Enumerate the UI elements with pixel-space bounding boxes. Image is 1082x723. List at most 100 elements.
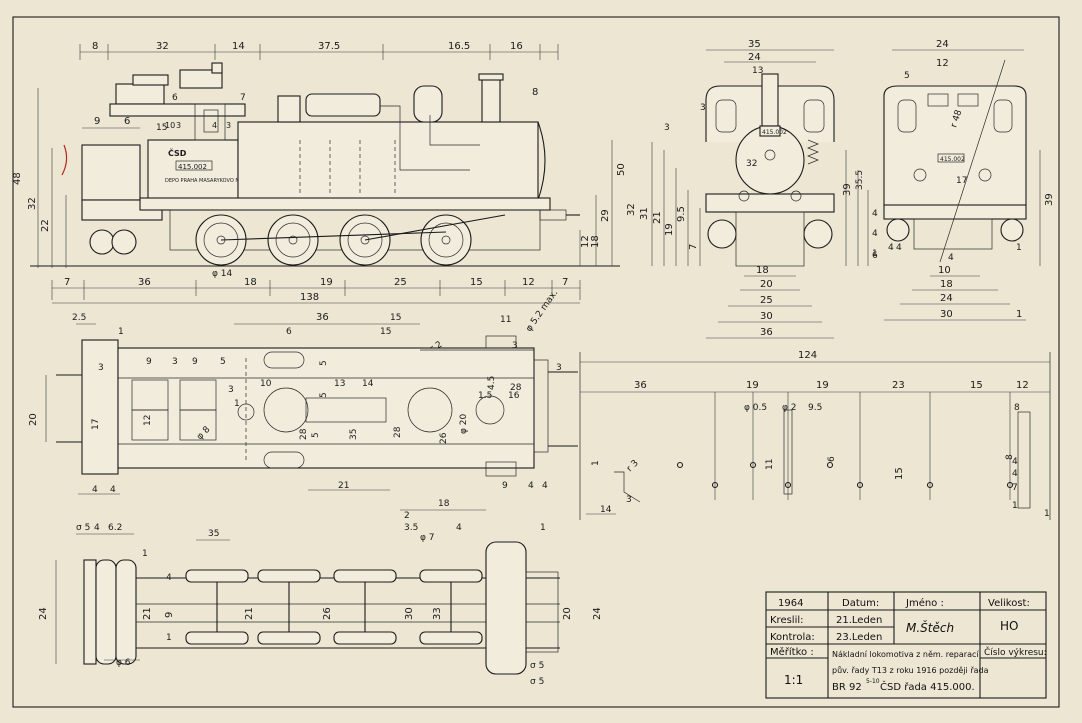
tb-col-cislo: Číslo výkresu: <box>984 646 1047 658</box>
frame-dim-2: 9 <box>192 357 198 367</box>
dim-right-2: 12 <box>580 235 591 248</box>
dim-bottom-6: 12 <box>522 277 535 288</box>
hole-detail-15: 1 <box>591 460 601 466</box>
frame-dim-18: 16 <box>508 391 520 401</box>
hole-detail-0: φ 0.5 <box>744 403 767 413</box>
dim-left-2: 22 <box>40 219 51 232</box>
chassis-top-8: 4 <box>456 523 462 533</box>
hole-detail-13: 3 <box>626 495 632 505</box>
top-dim-left-0: 20 <box>28 413 39 426</box>
chassis-top-9: 1 <box>540 523 546 533</box>
tb-date-kontrola: 23.Leden <box>836 632 882 643</box>
cab-dim-1: 4 <box>212 121 217 130</box>
front-dim-top-1: 24 <box>748 52 761 63</box>
front-dim-right-0: 39 <box>842 183 853 196</box>
front-buffer-beam <box>705 193 835 213</box>
chassis-inner-4: 20 <box>562 607 573 620</box>
top-dim-bottom-2: 21 <box>338 481 349 491</box>
dim-left-0: 48 <box>12 172 23 185</box>
tb-scale-size: HO <box>1000 619 1018 633</box>
front-dim-bottom-2: 25 <box>760 295 773 306</box>
chassis-plan: σ 5 4 6.2 35 18 2 3.5 φ 7 4 1 <box>38 499 603 687</box>
chassis-bottom-1: σ 5 <box>530 661 544 671</box>
top-dim-5: 11 <box>500 315 511 325</box>
hole-detail-6: 8 <box>1014 403 1020 413</box>
dim-right-0: 50 <box>616 163 627 176</box>
frame-dim-3: 5 <box>220 357 226 367</box>
dim-bottom-4: 25 <box>394 277 407 288</box>
top-dim-bottom-3: 9 <box>502 481 508 491</box>
chassis-inner-1: 26 <box>322 607 333 620</box>
frame-dim-13: 5 <box>311 432 321 438</box>
dim-top-5: 16 <box>510 41 523 52</box>
chassis-left-1: 21 <box>142 607 153 620</box>
tb-col-datum: Datum: <box>842 598 879 609</box>
cab-dim-2: 3 <box>226 121 231 130</box>
hole-plan: 124 36 19 19 23 15 12 φ 0.5 φ 2 9.5 6 1 <box>579 350 1051 520</box>
hole-spacing-4: 15 <box>970 380 983 391</box>
rear-dim-right-0: 39 <box>1044 193 1055 206</box>
dim-left-3: 9 <box>94 116 100 127</box>
chassis-left-4: 1 <box>166 633 172 643</box>
dim-top-1: 32 <box>156 41 169 52</box>
tb-desc-line3: BR 92 <box>832 682 862 693</box>
frame-dim-17: φ 20 <box>459 413 469 434</box>
chassis-top-7: φ 7 <box>420 533 435 543</box>
rear-number-plate: 415.002 <box>940 156 965 163</box>
dim-top-4: 16.5 <box>448 41 470 52</box>
chassis-inner-5: 24 <box>592 607 603 620</box>
tb-row-kontrola: Kontrola: <box>770 632 815 643</box>
front-dim-right-3: 4 <box>872 229 878 239</box>
tb-row-meritko: Měřítko : <box>770 646 814 658</box>
steam-dome-tube <box>305 93 381 117</box>
top-dim-left-3: 1 <box>118 327 124 337</box>
front-number-plate: 415.002 <box>762 129 787 136</box>
front-dim-top-2: 13 <box>752 66 763 76</box>
rear-dim-top-2: 5 <box>904 71 910 81</box>
running-board <box>139 197 551 211</box>
top-dim-bottom-5: 4 <box>542 481 548 491</box>
front-dim-left-6: 3 <box>700 103 706 113</box>
dim-top-6: 8 <box>532 87 538 98</box>
chassis-left-5: 1 <box>142 549 148 559</box>
boiler <box>237 121 539 201</box>
dim-bottom-1: 36 <box>138 277 151 288</box>
dim-right-3: 18 <box>590 235 601 248</box>
rear-cab <box>883 85 1027 206</box>
dim-bottom-2: 18 <box>244 277 257 288</box>
rear-dim-bottom-1: 18 <box>940 279 953 290</box>
frame-dim-7: 5 <box>319 360 329 366</box>
top-dim-bottom-4: 4 <box>528 481 534 491</box>
frame-dim-8: 1 <box>234 399 240 409</box>
front-buffer-block <box>485 541 527 675</box>
cab-lettering: DEPO PRAHA MASARYKOVO NÁD. <box>165 177 248 184</box>
hole-spacing-1: 19 <box>746 380 759 391</box>
side-number-plate: 415.002 <box>178 163 207 171</box>
hole-detail-1: φ 2 <box>782 403 797 413</box>
frame-outline <box>117 347 535 469</box>
tb-scale: 1:1 <box>784 673 803 687</box>
front-dim-right-1: 35.5 <box>855 170 865 190</box>
front-dim-bottom-4: 36 <box>760 327 773 338</box>
tb-col-jmeno: Jméno : <box>905 597 944 609</box>
tb-date-kreslil: 21.Leden <box>836 615 882 626</box>
frame-dim-10: 5 <box>319 392 329 398</box>
rear-dim-top-0: 24 <box>936 39 949 50</box>
front-dim-top-3: 3 <box>664 123 670 133</box>
dim-top-3: 37.5 <box>318 41 340 52</box>
rear-dim-bottom-2: 24 <box>940 293 953 304</box>
top-dim-8: 3 <box>512 341 518 351</box>
frame-dim-12: 28 <box>299 428 309 440</box>
hole-detail-7: 8 <box>1005 454 1015 460</box>
front-dim-bottom-1: 20 <box>760 279 773 290</box>
frame-dim-0: 9 <box>146 357 152 367</box>
frame-dim-16: 26 <box>439 432 449 444</box>
tb-signature: M.Štěch <box>906 620 954 635</box>
tb-col-velikost: Velikost: <box>988 598 1030 609</box>
front-dim-left-0: 32 <box>626 203 637 216</box>
top-dim-bottom-6: 3 <box>556 363 562 373</box>
rear-dim-bottom-4: 1 <box>1016 309 1022 320</box>
title-block: 1964 Datum: Jméno : Velikost: Kreslil: 2… <box>765 591 1047 699</box>
front-inner-dim: 32 <box>746 159 757 169</box>
